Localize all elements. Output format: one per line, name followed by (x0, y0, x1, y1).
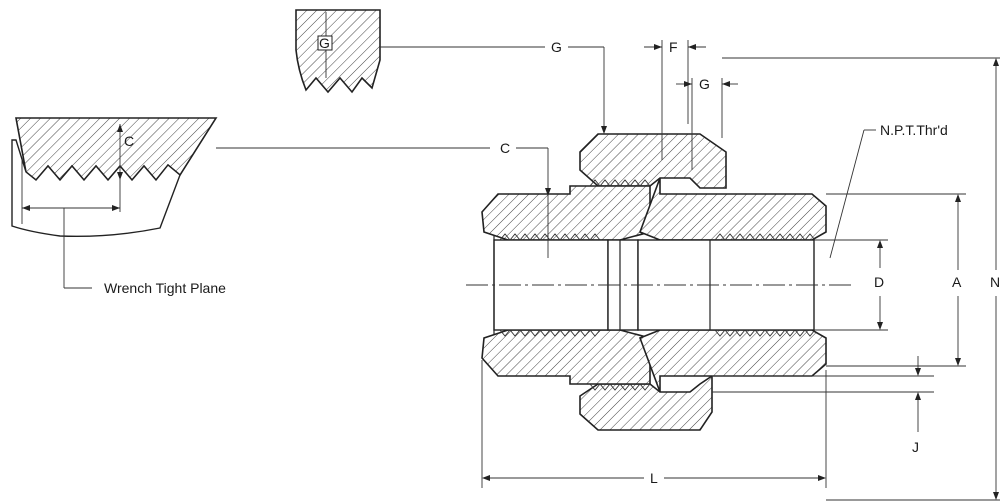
label-n: N (990, 274, 1000, 290)
label-f: F (669, 39, 678, 55)
inset-thread-g: G (295, 9, 545, 94)
label-g-inset: G (319, 35, 330, 51)
label-l: L (650, 470, 658, 486)
label-j: J (912, 439, 919, 455)
dimension-lines: G C F G N.P.T.Thr'd (481, 39, 1000, 501)
label-a: A (952, 274, 962, 290)
inset-thread-c: C Wrench Tight Plane (11, 117, 490, 296)
label-c-inset: C (124, 133, 134, 149)
label-d: D (874, 274, 884, 290)
label-npt-thread: N.P.T.Thr'd (880, 122, 948, 138)
label-wrench-tight-plane: Wrench Tight Plane (104, 280, 226, 296)
label-c-main: C (500, 140, 510, 156)
label-g-top: G (551, 39, 562, 55)
label-g-right: G (699, 76, 710, 92)
union-fitting (466, 133, 852, 431)
